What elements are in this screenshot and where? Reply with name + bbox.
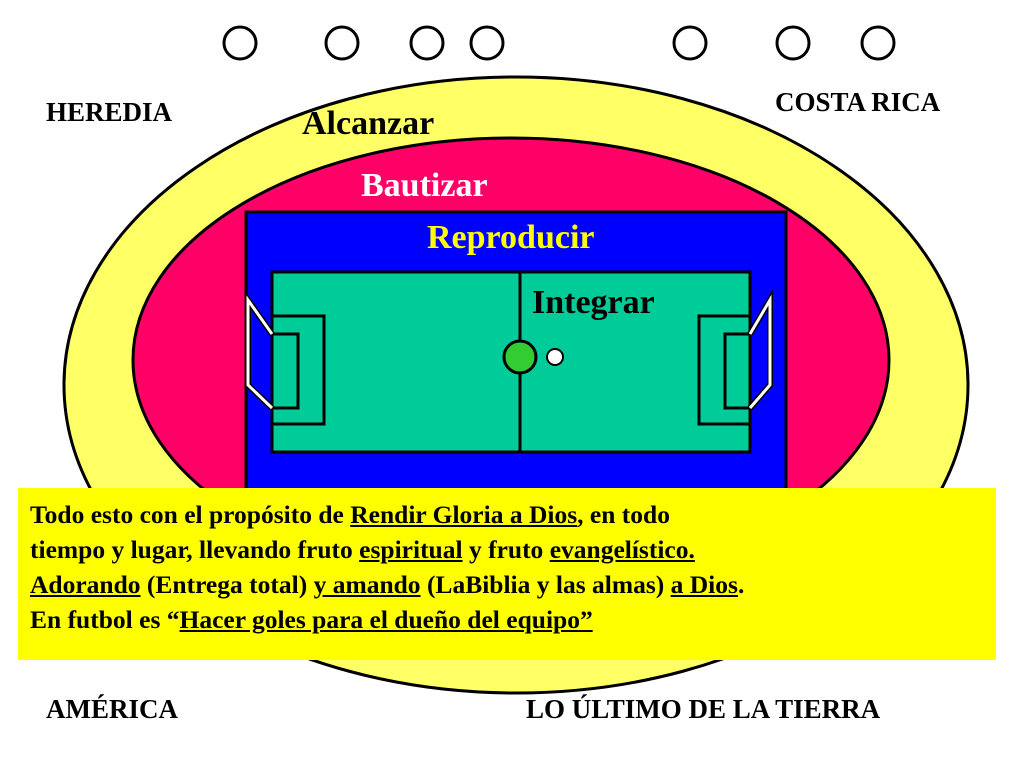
player-circle (222, 25, 258, 61)
callout-line-2: tiempo y lugar, llevando fruto espiritua… (30, 532, 984, 567)
right-goal (747, 288, 773, 410)
label-reproducir: Reproducir (427, 219, 595, 256)
callout-line-3: Adorando (Entrega total) y amando (LaBib… (30, 567, 984, 602)
small-ball (546, 348, 564, 366)
player-circle (469, 25, 505, 61)
callout-line-4: En futbol es “Hacer goles para el dueño … (30, 602, 984, 637)
player-circle (672, 25, 708, 61)
label-heredia: HEREDIA (46, 97, 173, 127)
label-integrar: Integrar (532, 284, 655, 321)
player-circle (324, 25, 360, 61)
top-circles (222, 25, 896, 61)
callout-underlined: espiritual (359, 535, 463, 564)
callout-underlined: a Dios (670, 570, 738, 599)
left-goal-area (270, 332, 300, 410)
callout-underlined: evangelístico. (549, 535, 695, 564)
callout-underlined: Adorando (30, 570, 141, 599)
callout-text: tiempo y lugar, llevando fruto (30, 535, 360, 564)
right-goal-area (723, 332, 752, 410)
center-ball (502, 339, 538, 375)
callout-text: (Entrega total) (140, 570, 314, 599)
callout-underlined: Rendir Gloria a Dios (350, 500, 578, 529)
callout-underlined: y amando (313, 570, 421, 599)
left-goal (245, 290, 275, 411)
player-circle (775, 25, 811, 61)
callout-text: . (737, 570, 745, 599)
callout-text: Todo esto con el propósito de (30, 500, 351, 529)
callout-text: En futbol es “ (30, 605, 180, 634)
label-america: AMÉRICA (46, 694, 178, 724)
callout-text: y fruto (462, 535, 550, 564)
label-bautizar: Bautizar (361, 167, 488, 204)
callout-text: , en todo (577, 500, 670, 529)
player-circle (409, 25, 445, 61)
label-costa-rica: COSTA RICA (775, 87, 941, 117)
player-circle (860, 25, 896, 61)
callout-underlined: Hacer goles para el dueño del equipo” (179, 605, 593, 634)
label-alcanzar: Alcanzar (302, 105, 435, 142)
purpose-callout: Todo esto con el propósito de Rendir Glo… (18, 488, 996, 660)
label-ultimo: LO ÚLTIMO DE LA TIERRA (526, 694, 881, 724)
callout-text: (LaBiblia y las almas) (420, 570, 671, 599)
callout-line-1: Todo esto con el propósito de Rendir Glo… (30, 497, 984, 532)
